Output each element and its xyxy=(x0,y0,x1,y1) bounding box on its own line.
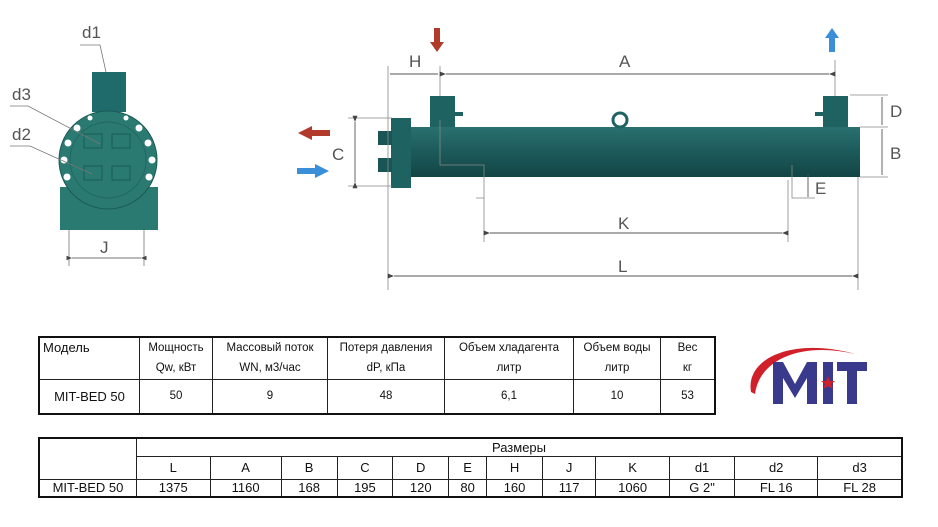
label-K: K xyxy=(618,214,630,233)
label-B: B xyxy=(890,144,901,163)
cell-water-volume: 10 xyxy=(573,378,661,415)
front-view: d1 d3 d2 J xyxy=(10,23,158,266)
dim-value-d1: G 2" xyxy=(668,478,736,498)
hot-inlet-arrow-icon xyxy=(430,28,444,52)
table-row: MIT-BED 50 50 9 48 6,1 10 53 xyxy=(38,378,716,415)
dim-header-j: J xyxy=(541,455,597,480)
dim-value-d2: FL 16 xyxy=(734,478,819,498)
cell-power: 50 xyxy=(139,378,213,415)
heat-exchanger-drawing: d1 d3 d2 J xyxy=(10,23,902,290)
cell-model: MIT-BED 50 xyxy=(38,478,137,498)
label-D: D xyxy=(890,102,902,121)
dim-value-j: 117 xyxy=(541,478,597,498)
dim-header-d1: d1 xyxy=(668,455,736,480)
cell-weight: 53 xyxy=(660,378,716,415)
label-C: C xyxy=(332,145,344,164)
dim-value-a: 1160 xyxy=(209,478,282,498)
dim-value-d3: FL 28 xyxy=(817,478,903,498)
cold-outlet-arrow-icon xyxy=(825,28,839,52)
label-A: A xyxy=(619,52,631,71)
dim-value-c: 195 xyxy=(336,478,394,498)
dim-header-d2: d2 xyxy=(734,455,819,480)
cell-model: MIT-BED 50 xyxy=(38,378,140,415)
dim-header-c: C xyxy=(336,455,394,480)
outlet-nozzle xyxy=(823,96,848,127)
label-J: J xyxy=(100,238,109,257)
label-E: E xyxy=(815,179,826,198)
dims-title: Размеры xyxy=(136,437,903,456)
side-view: H A C D B E K L xyxy=(297,28,902,290)
dim-value-h: 160 xyxy=(486,478,543,498)
dim-header-l: L xyxy=(136,455,211,480)
dim-value-b: 168 xyxy=(280,478,338,498)
dim-header-e: E xyxy=(448,455,488,480)
label-d2: d2 xyxy=(12,125,31,144)
dim-header-k: K xyxy=(595,455,670,480)
hot-outlet-arrow-icon xyxy=(298,126,330,140)
dim-value-e: 80 xyxy=(448,478,488,498)
cell-refrigerant-volume: 6,1 xyxy=(444,378,574,415)
end-flange xyxy=(58,110,158,210)
dim-value-l: 1375 xyxy=(136,478,211,498)
dim-header-b: B xyxy=(280,455,338,480)
label-d3: d3 xyxy=(12,85,31,104)
lifting-lug xyxy=(611,111,629,129)
dim-header-d: D xyxy=(392,455,450,480)
dim-header-h: H xyxy=(486,455,543,480)
header-model: Модель xyxy=(38,336,140,380)
cell-pressure-drop: 48 xyxy=(327,378,445,415)
mit-logo xyxy=(750,347,867,404)
cell-flow: 9 xyxy=(212,378,328,415)
dim-header-d3: d3 xyxy=(817,455,903,480)
d1-nozzle xyxy=(92,72,126,112)
shell xyxy=(405,127,860,177)
inlet-nozzle xyxy=(430,96,455,127)
cold-inlet-arrow-icon xyxy=(297,164,329,178)
label-d1: d1 xyxy=(82,23,101,42)
label-L: L xyxy=(618,257,627,276)
dim-value-k: 1060 xyxy=(595,478,670,498)
label-H: H xyxy=(409,52,421,71)
dim-header-a: A xyxy=(209,455,282,480)
head-flange xyxy=(391,118,411,188)
dim-value-d: 120 xyxy=(392,478,450,498)
